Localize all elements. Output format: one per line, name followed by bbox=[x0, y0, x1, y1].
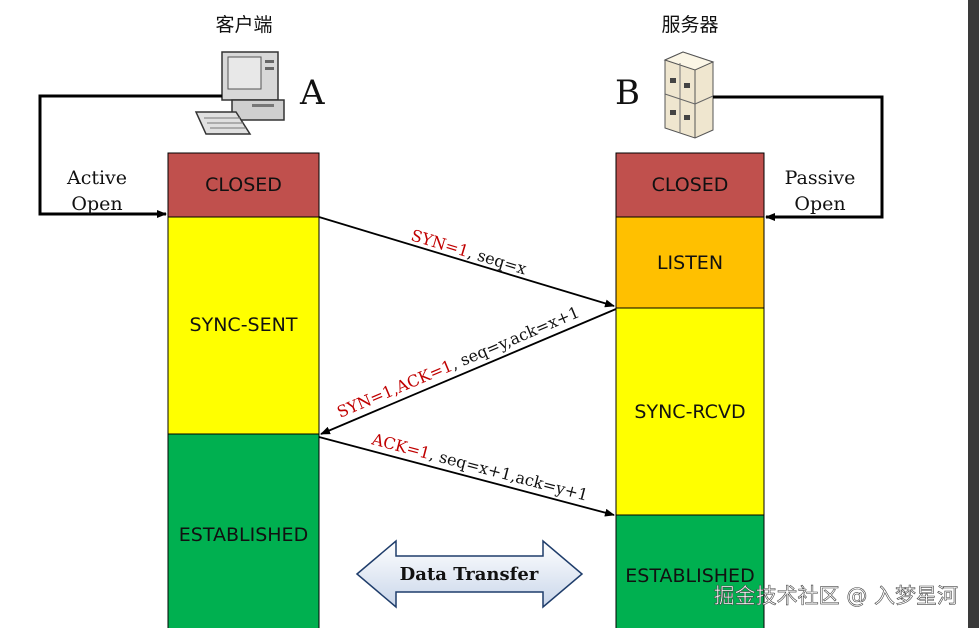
synack-label: SYN=1,ACK=1, seq=y,ack=x+1 bbox=[334, 303, 582, 422]
server-state-established bbox=[615, 514, 765, 628]
ack-label-seq: , seq=x+1,ack=y+1 bbox=[427, 445, 590, 505]
watermark-text: 掘金技术社区 @ 入梦星河 bbox=[714, 584, 958, 608]
synack-label-seq: , seq=y,ack=x+1 bbox=[448, 303, 582, 374]
server-state-sync-rcvd bbox=[615, 307, 765, 516]
client-caption: 客户端 bbox=[215, 14, 272, 36]
passive-open-arrow bbox=[713, 95, 884, 221]
server-letter: B bbox=[615, 73, 640, 113]
synack-arrow bbox=[320, 308, 617, 435]
passive-open-label-line2: Open bbox=[794, 193, 845, 215]
server-icon bbox=[663, 51, 715, 139]
active-open-arrow bbox=[38, 94, 222, 218]
server-state-listen-label: LISTEN bbox=[657, 252, 723, 274]
syn-label: SYN=1, seq=x bbox=[409, 226, 529, 279]
syn-arrow bbox=[318, 216, 615, 308]
server-state-established-label: ESTABLISHED bbox=[625, 565, 754, 587]
server-state-listen bbox=[615, 216, 765, 309]
computer-icon bbox=[194, 51, 285, 135]
right-edge-bar bbox=[968, 0, 979, 628]
synack-label-flags: SYN=1,ACK=1 bbox=[334, 356, 455, 422]
syn-label-flags: SYN=1 bbox=[409, 226, 471, 261]
server-state-column: CLOSED LISTEN SYNC-RCVD ESTABLISHED bbox=[615, 152, 765, 628]
passive-open-label-line1: Passive bbox=[785, 167, 856, 189]
server-state-sync-rcvd-label: SYNC-RCVD bbox=[634, 401, 745, 423]
client-state-established bbox=[167, 433, 320, 628]
client-letter: A bbox=[299, 73, 325, 113]
data-transfer-arrow bbox=[355, 539, 584, 609]
client-state-sync-sent bbox=[167, 216, 320, 435]
server-state-closed bbox=[615, 152, 765, 218]
active-open-label-line2: Open bbox=[71, 193, 122, 215]
ack-label: ACK=1, seq=x+1,ack=y+1 bbox=[369, 429, 590, 505]
ack-arrow bbox=[318, 436, 615, 517]
client-state-column: CLOSED SYNC-SENT ESTABLISHED bbox=[167, 152, 320, 628]
server-caption: 服务器 bbox=[661, 14, 718, 36]
client-state-closed bbox=[167, 152, 320, 218]
active-open-label-line1: Active bbox=[66, 167, 127, 189]
server-state-closed-label: CLOSED bbox=[652, 174, 729, 196]
client-state-closed-label: CLOSED bbox=[205, 174, 282, 196]
data-transfer-label: Data Transfer bbox=[400, 564, 539, 585]
syn-label-seq: , seq=x bbox=[465, 243, 528, 279]
client-state-established-label: ESTABLISHED bbox=[179, 524, 308, 546]
client-state-sync-sent-label: SYNC-SENT bbox=[190, 314, 298, 336]
